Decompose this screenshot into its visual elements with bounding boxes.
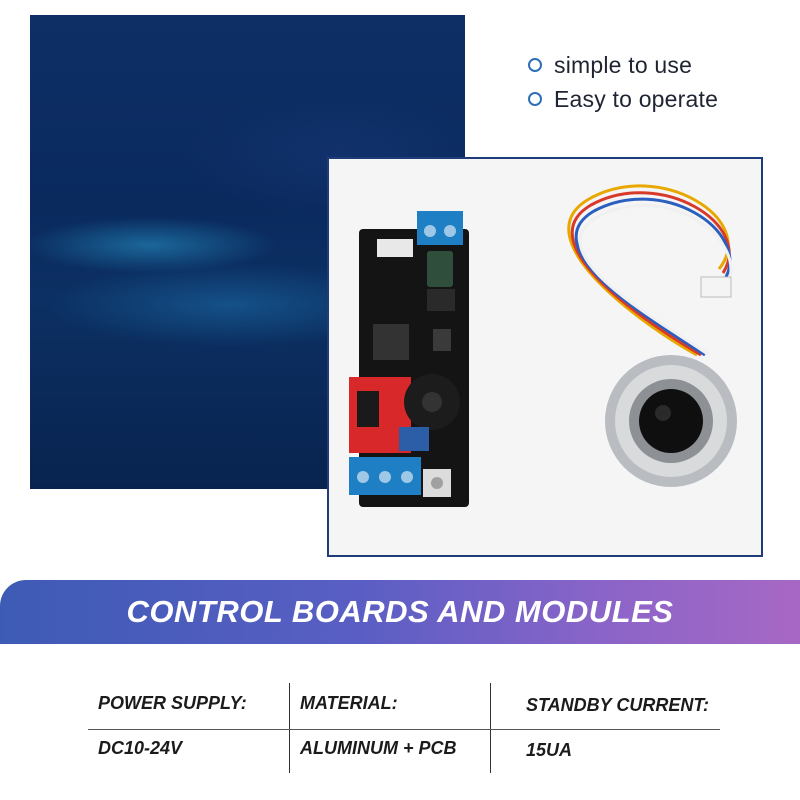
spec-label-material: MATERIAL: — [300, 693, 398, 713]
sensor-wires — [567, 184, 733, 357]
feature-list: simple to use Easy to operate — [528, 48, 718, 116]
row-divider — [88, 729, 720, 730]
spec-value-material: ALUMINUM + PCB — [300, 738, 457, 758]
circle-bullet-icon — [528, 92, 542, 106]
fingerprint-sensor-image — [605, 355, 737, 487]
product-illustration — [349, 184, 737, 507]
feature-label: simple to use — [554, 51, 693, 78]
banner-title: CONTROL BOARDS AND MODULES — [126, 594, 674, 629]
circle-bullet-icon — [528, 58, 542, 72]
control-board-image — [349, 211, 469, 507]
spec-value-power-supply: DC10-24V — [98, 738, 183, 758]
spec-label-power-supply: POWER SUPPLY: — [98, 693, 247, 713]
title-banner: CONTROL BOARDS AND MODULES — [0, 580, 800, 644]
product-image-panel — [327, 157, 763, 557]
feature-item: simple to use — [528, 48, 718, 82]
column-divider — [490, 683, 491, 773]
feature-label: Easy to operate — [554, 85, 719, 112]
spec-label-standby-current: STANDBY CURRENT: — [526, 695, 709, 715]
column-divider — [289, 683, 290, 773]
spec-value-standby-current: 15UA — [526, 740, 573, 760]
feature-item: Easy to operate — [528, 82, 718, 116]
